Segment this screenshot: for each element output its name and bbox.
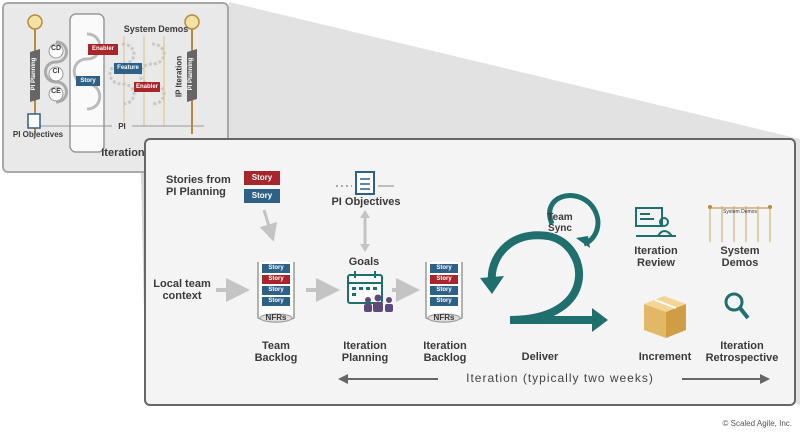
stack-story: Story: [262, 264, 290, 273]
overview-enabler-tag: Enabler: [88, 44, 118, 55]
overview-feature-tag: Feature: [114, 63, 142, 74]
story-tag-red: Story: [244, 171, 280, 185]
overview-enabler-tag-2: Enabler: [134, 82, 160, 92]
team-backlog-label: Team Backlog: [254, 340, 298, 364]
nfrs-left: NFRs: [265, 313, 287, 322]
nfrs-right: NFRs: [433, 313, 455, 322]
stack-story: Story: [430, 286, 458, 295]
pi-objectives-label: PI Objectives: [331, 196, 401, 208]
team-sync-label: Team Sync: [547, 212, 573, 234]
stack-story: Story: [262, 275, 290, 284]
iteration-backlog-label: Iteration Backlog: [423, 340, 467, 364]
stack-story: Story: [430, 297, 458, 306]
timeline-label: Iteration (typically two weeks): [466, 371, 654, 385]
iteration-retrospective-label: Iteration Retrospective: [705, 340, 779, 364]
stack-story: Story: [430, 264, 458, 273]
overview-ci: CI: [52, 68, 60, 75]
overview-iterations: Iterations: [101, 147, 151, 159]
goals-label: Goals: [348, 256, 380, 268]
increment-label: Increment: [638, 351, 692, 363]
overview-system-demos: System Demos: [123, 24, 189, 34]
iteration-planning-label: Iteration Planning: [341, 340, 389, 364]
story-tag-blue: Story: [244, 189, 280, 203]
iteration-backlog-stack: Story Story Story Story: [430, 264, 458, 306]
system-demos-mini-label: System Demos: [723, 209, 757, 215]
overview-story-tag: Story: [76, 76, 100, 86]
stack-story: Story: [262, 286, 290, 295]
overview-ce: CE: [51, 88, 61, 95]
local-team-context-label: Local team context: [153, 278, 211, 302]
system-demos-label: System Demos: [720, 245, 760, 269]
copyright: © Scaled Agile, Inc.: [722, 419, 793, 428]
overview-pi: PI: [112, 122, 132, 131]
team-backlog-stack: Story Story Story Story: [262, 264, 290, 306]
stories-from-label: Stories from PI Planning: [166, 174, 231, 198]
overview-cd: CD: [50, 45, 62, 52]
stack-story: Story: [430, 275, 458, 284]
deliver-label: Deliver: [521, 351, 559, 363]
overview-pi-objectives: PI Objectives: [12, 130, 64, 139]
iteration-review-label: Iteration Review: [634, 245, 678, 269]
stack-story: Story: [262, 297, 290, 306]
